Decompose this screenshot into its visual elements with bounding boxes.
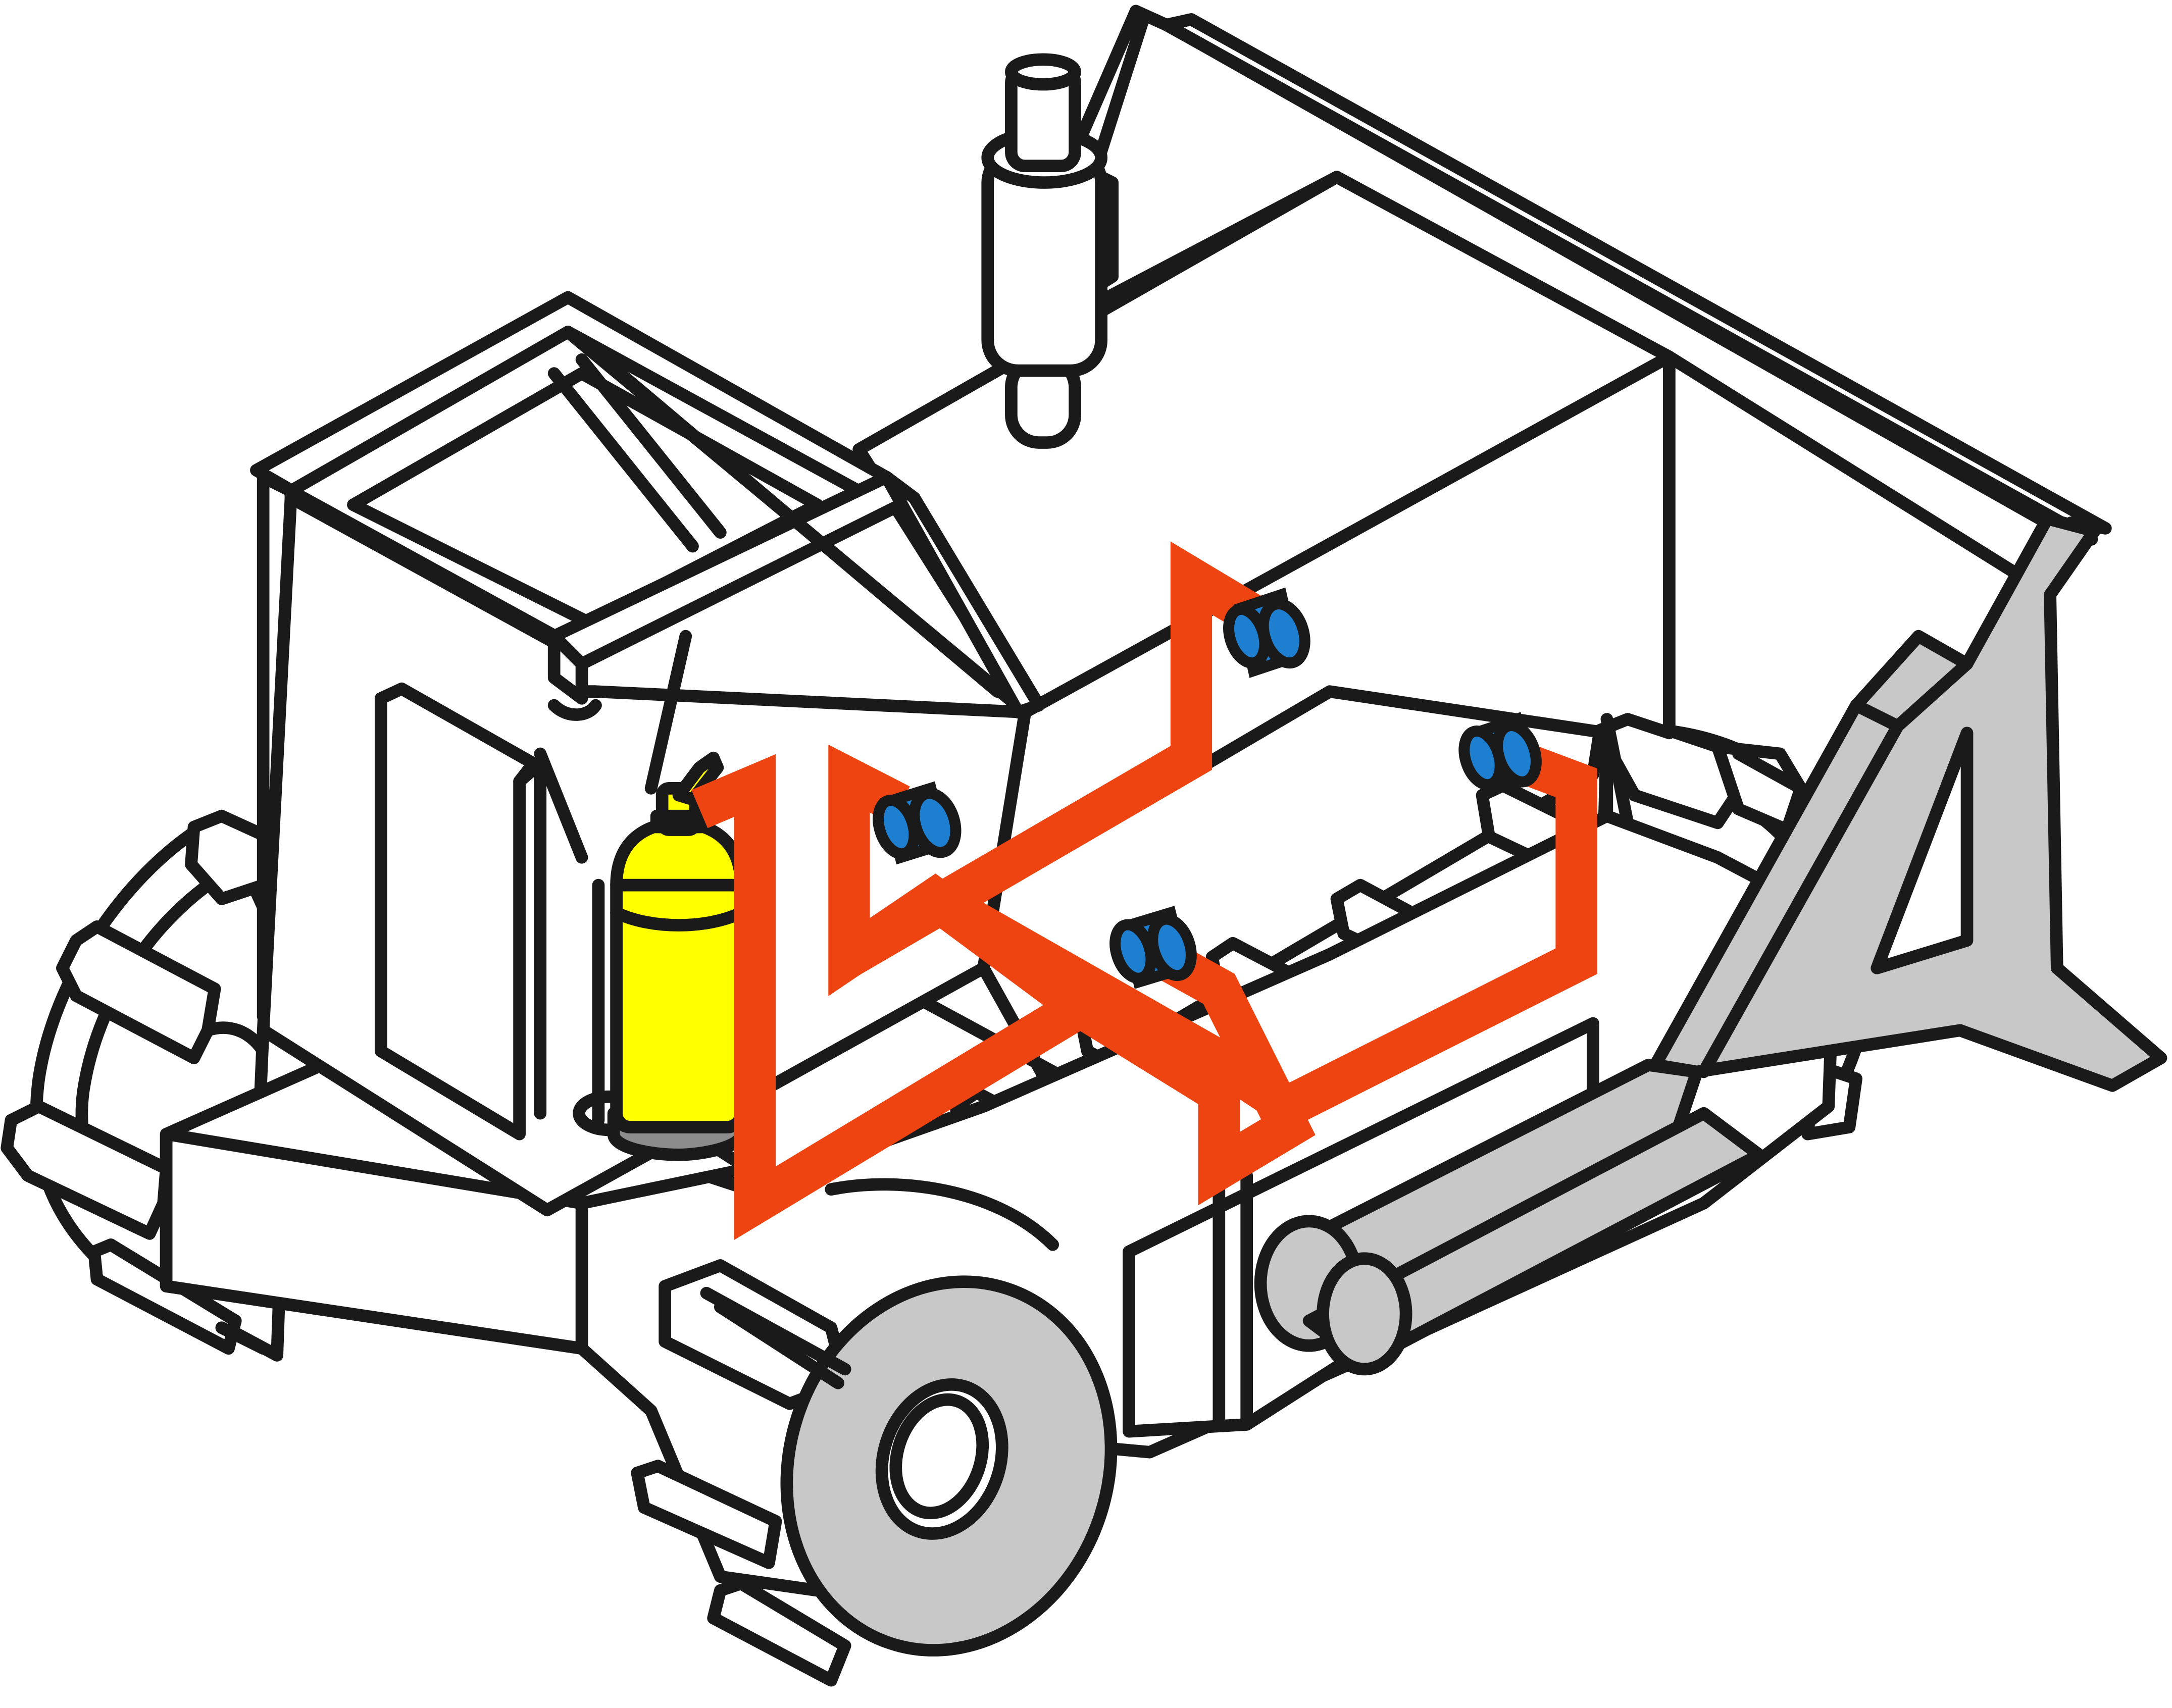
extinguisher-cylinder (573, 751, 747, 1161)
push-arm (1254, 1058, 1765, 1376)
discharge-nozzle-4 (1109, 906, 1197, 989)
discharge-nozzle-2 (873, 781, 962, 865)
discharge-nozzle-1 (1223, 587, 1310, 678)
exhaust-stack (981, 53, 1119, 449)
distribution-pipe (691, 541, 1597, 1240)
discharge-nozzle-3 (1458, 712, 1542, 796)
blade-push-frame (1649, 512, 2167, 1092)
drive-sprocket (631, 1259, 1118, 1687)
